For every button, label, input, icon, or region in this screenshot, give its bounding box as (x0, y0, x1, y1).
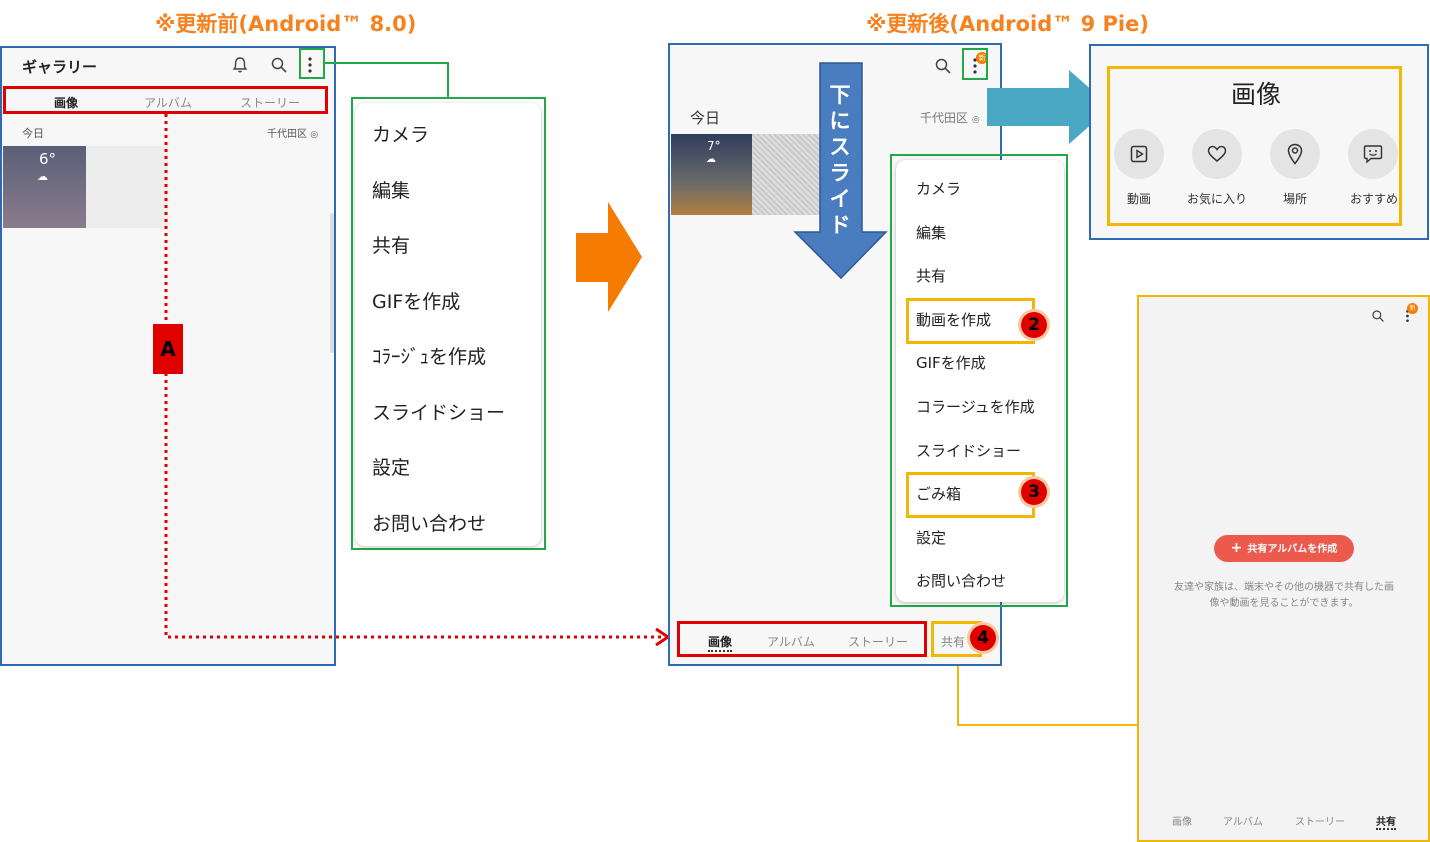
search-icon[interactable] (270, 56, 288, 74)
menu-item-create-gif[interactable]: GIFを作成 (916, 354, 986, 372)
create-shared-album-button[interactable]: + 共有アルバムを作成 (1214, 535, 1354, 562)
panel-title: 画像 (1231, 80, 1282, 109)
phone-before: ギャラリー 画像 アルバム ストーリー 今日 千代田区 ◎ 6° ☁ (0, 46, 336, 666)
thumb-temperature: 6° (39, 150, 57, 168)
slide-down-arrow (793, 62, 888, 280)
more-options-icon[interactable] (307, 56, 313, 74)
search-icon[interactable] (1371, 309, 1385, 323)
shared-description-line2: 像や動画を見ることができます。 (1209, 598, 1359, 609)
tab-share[interactable]: 共有 (1376, 813, 1396, 830)
scrollbar[interactable] (330, 213, 334, 353)
menu-item-share[interactable]: 共有 (916, 267, 947, 285)
create-shared-album-label: 共有アルバムを作成 (1247, 544, 1338, 555)
menu-item-edit[interactable]: 編集 (916, 224, 947, 242)
overflow-menu-before: カメラ 編集 共有 GIFを作成 ｺﾗｰｼﾞｭを作成 スライドショー 設定 お問… (355, 103, 541, 546)
menu-item-create-gif[interactable]: GIFを作成 (372, 291, 461, 313)
favorites-label: お気に入り (1186, 192, 1247, 206)
location-pin-icon: ◎ (310, 130, 319, 140)
location-label: 千代田区 ◎ (267, 125, 318, 140)
tab-albums[interactable]: アルバム (767, 635, 815, 649)
menu-item-camera[interactable]: カメラ (372, 124, 430, 146)
tab-images[interactable]: 画像 (708, 633, 733, 652)
create-video-highlight (906, 298, 1035, 344)
today-label: 今日 (690, 109, 721, 127)
location-pin-icon (1287, 143, 1303, 165)
weather-icon: ☁ (37, 170, 48, 183)
tab-stories[interactable]: ストーリー (240, 96, 301, 110)
more-options-icon[interactable] (972, 57, 978, 75)
thumb-temperature: 7° (707, 139, 721, 153)
badge-3: 3 (1021, 479, 1047, 505)
menu-button-highlight-before (299, 48, 325, 79)
panel-images: 画像 動画 お気に入り 場所 おすすめ (1089, 44, 1429, 240)
label-a: A (153, 324, 183, 374)
bell-icon[interactable] (231, 56, 249, 74)
suggested-label: おすすめ (1349, 192, 1398, 206)
menu-item-trash[interactable]: ごみ箱 (916, 485, 962, 503)
places-button[interactable] (1270, 129, 1320, 179)
suggest-icon (1363, 145, 1383, 164)
teal-arrow (987, 70, 1111, 144)
tab-stories[interactable]: ストーリー (848, 635, 909, 649)
menu-item-slideshow[interactable]: スライドショー (372, 402, 506, 424)
menu-highlight-before (351, 97, 546, 550)
play-icon (1130, 145, 1148, 163)
tab-images[interactable]: 画像 (54, 96, 79, 110)
new-badge: 新 (976, 52, 988, 64)
menu-item-contact[interactable]: お問い合わせ (372, 513, 487, 535)
trash-highlight (906, 472, 1035, 518)
video-label: 動画 (1126, 192, 1151, 206)
menu-item-edit[interactable]: 編集 (372, 180, 411, 202)
today-label: 今日 (22, 127, 44, 140)
tabs-highlight-after (677, 621, 927, 657)
photo-thumbnail-weather[interactable]: 6° ☁ (3, 146, 86, 228)
tab-stories[interactable]: ストーリー (1295, 817, 1345, 828)
badge-4: 4 (970, 625, 996, 651)
weather-icon: ☁ (706, 154, 716, 165)
location-text: 千代田区 (267, 129, 307, 140)
heading-before: ※更新前(Android™ 8.0) (155, 12, 417, 36)
search-icon[interactable] (934, 57, 952, 75)
shared-description: 友達や家族は、端末やその他の機器で共有した画 像や動画を見ることができます。 (1151, 580, 1417, 612)
places-label: 場所 (1282, 192, 1307, 206)
suggested-button[interactable] (1348, 129, 1398, 179)
tabs-highlight-before (3, 86, 328, 114)
photo-thumbnail-2[interactable] (752, 134, 832, 215)
tab-share[interactable]: 共有 (941, 635, 966, 649)
menu-button-highlight-after (962, 48, 988, 80)
menu-item-contact[interactable]: お問い合わせ (916, 572, 1007, 590)
shared-description-line1: 友達や家族は、端末やその他の機器で共有した画 (1174, 582, 1394, 593)
badge-2: 2 (1021, 312, 1047, 338)
panel-images-highlight (1107, 66, 1402, 226)
transition-arrow (576, 202, 642, 312)
menu-item-share[interactable]: 共有 (372, 235, 411, 257)
heart-icon (1207, 145, 1227, 162)
tab-albums[interactable]: アルバム (1223, 817, 1263, 828)
plus-icon: + (1230, 540, 1243, 556)
panel-shared: 新 + 共有アルバムを作成 友達や家族は、端末やその他の機器で共有した画 像や動画… (1137, 295, 1430, 842)
menu-item-camera[interactable]: カメラ (916, 180, 962, 198)
favorites-button[interactable] (1192, 129, 1242, 179)
menu-item-slideshow[interactable]: スライドショー (916, 442, 1022, 460)
tab-images[interactable]: 画像 (1172, 817, 1192, 828)
app-title: ギャラリー (22, 58, 98, 76)
video-button[interactable] (1114, 129, 1164, 179)
photo-thumbnail-2[interactable] (86, 146, 168, 228)
photo-thumbnail-weather[interactable]: 7° ☁ (671, 134, 752, 215)
menu-item-create-video[interactable]: 動画を作成 (916, 311, 992, 329)
location-label: 千代田区 ◎ (920, 109, 980, 126)
new-badge: 新 (1407, 303, 1418, 314)
menu-item-create-collage[interactable]: コラージュを作成 (916, 398, 1035, 416)
menu-item-create-collage[interactable]: ｺﾗｰｼﾞｭを作成 (372, 346, 487, 368)
menu-item-settings[interactable]: 設定 (916, 529, 947, 547)
location-text: 千代田区 (920, 111, 969, 125)
heading-after: ※更新後(Android™ 9 Pie) (866, 12, 1149, 36)
menu-item-settings[interactable]: 設定 (372, 457, 411, 479)
slide-label: 下にスライド (829, 83, 851, 237)
location-pin-icon: ◎ (971, 115, 980, 125)
tab-albums[interactable]: アルバム (144, 96, 192, 110)
menu-highlight-after (890, 154, 1068, 607)
overflow-menu-after: カメラ 編集 共有 動画を作成 GIFを作成 コラージュを作成 スライドショー … (896, 160, 1064, 602)
